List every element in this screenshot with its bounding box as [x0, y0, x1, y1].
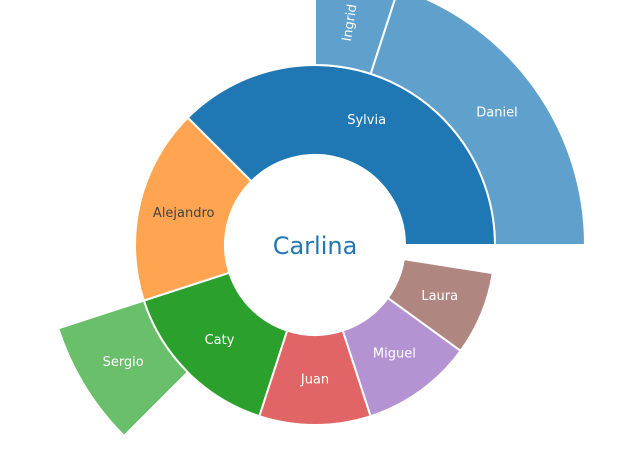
- label-center-carlina: Carlina: [273, 232, 358, 260]
- label-laura: Laura: [421, 289, 458, 304]
- label-daniel: Daniel: [476, 105, 517, 120]
- label-sylvia: Sylvia: [347, 113, 386, 128]
- segment-ingrid[interactable]: [314, 0, 398, 76]
- label-miguel: Miguel: [373, 347, 416, 362]
- segment-laura[interactable]: [386, 257, 494, 353]
- label-sergio: Sergio: [103, 355, 144, 370]
- segment-alejandro[interactable]: [134, 116, 253, 302]
- segment-daniel[interactable]: [369, 0, 587, 246]
- label-juan: Juan: [300, 373, 329, 388]
- segment-sergio[interactable]: [56, 299, 190, 438]
- label-caty: Caty: [205, 333, 235, 348]
- label-alejandro: Alejandro: [153, 206, 215, 221]
- label-ingrid: Ingrid: [340, 3, 361, 42]
